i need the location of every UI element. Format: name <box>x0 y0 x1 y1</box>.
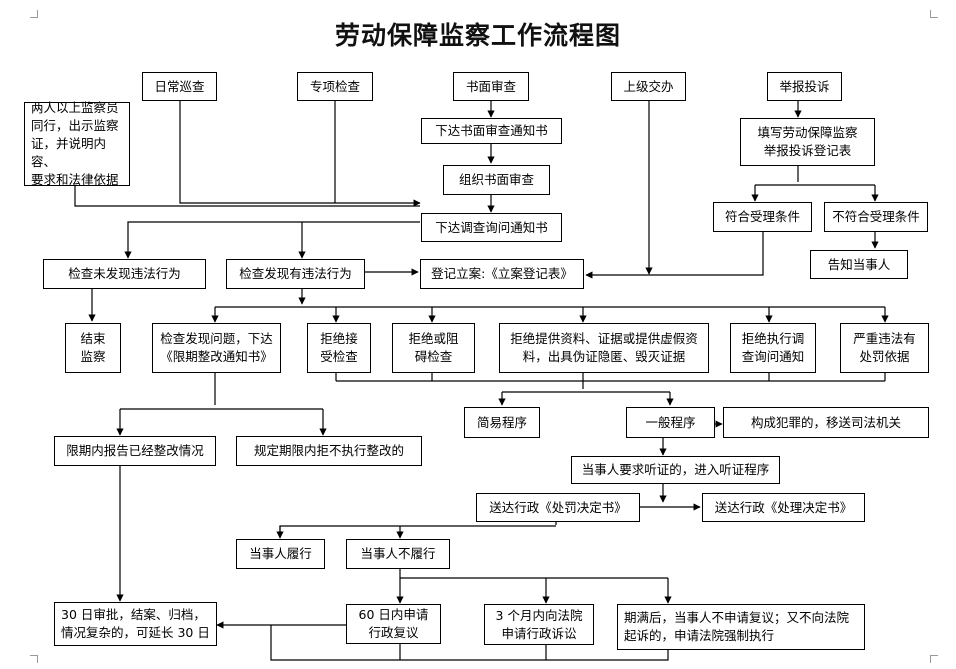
box-refuse-inquiry: 拒绝执行调 查询问通知 <box>730 323 816 373</box>
box-court-enforcement: 期满后，当事人不申请复议；又不向法院 起诉的，申请法院强制执行 <box>617 604 865 650</box>
connector <box>279 525 556 538</box>
box-end-inspection: 结束 监察 <box>65 323 121 373</box>
box-simple-procedure: 简易程序 <box>464 407 540 438</box>
box-penalty-decision: 送达行政《处罚决定书》 <box>476 493 640 522</box>
box-meets-conditions: 符合受理条件 <box>713 202 812 232</box>
box-register-case: 登记立案:《立案登记表》 <box>420 259 584 289</box>
box-general-procedure: 一般程序 <box>626 407 715 438</box>
box-refuse-materials: 拒绝提供资料、证据或提供虚假资 料，出具伪证隐匿、毁灭证据 <box>499 323 709 373</box>
page-corner-mark <box>30 10 38 18</box>
page-corner-mark <box>30 655 38 663</box>
box-admin-lawsuit-3m: 3 个月内向法院 申请行政诉讼 <box>484 604 594 645</box>
box-daily-patrol: 日常巡查 <box>142 72 217 101</box>
box-issue-inquiry-notice: 下达调查询问通知书 <box>421 213 562 242</box>
box-rectification-notice: 检查发现问题，下达 《限期整改通知书》 <box>152 323 281 373</box>
box-refuse-obstruct: 拒绝或阻 碍检查 <box>392 323 475 373</box>
box-report-complaint: 举报投诉 <box>767 72 842 101</box>
box-approve-30-days: 30 日审批，结案、归档， 情况复杂的，可延长 30 日 <box>54 602 217 646</box>
box-hearing-request: 当事人要求听证的，进入听证程序 <box>571 456 780 484</box>
box-written-review: 书面审查 <box>453 72 529 101</box>
flowchart-title: 劳动保障监察工作流程图 <box>334 21 621 50</box>
box-refuse-inspection: 拒绝接 受检查 <box>307 323 371 373</box>
box-admin-review-60: 60 日内申请 行政复议 <box>346 604 441 644</box>
box-serious-violation: 严重违法有 处罚依据 <box>840 323 929 373</box>
connector <box>270 625 669 661</box>
box-violation-found: 检查发现有违法行为 <box>226 259 365 289</box>
connector <box>585 232 764 279</box>
page-corner-mark <box>930 10 938 18</box>
box-not-rectified: 规定期限内拒不执行整改的 <box>236 436 422 466</box>
box-no-violation-found: 检查未发现违法行为 <box>43 259 206 289</box>
box-party-complies: 当事人履行 <box>236 539 325 569</box>
page-corner-mark <box>930 655 938 663</box>
box-special-inspection: 专项检查 <box>297 72 373 101</box>
box-organize-written-review: 组织书面审查 <box>443 165 550 195</box>
connector <box>179 101 421 207</box>
box-superior-assign: 上级交办 <box>611 72 686 101</box>
box-issue-written-notice: 下达书面审查通知书 <box>421 118 562 144</box>
box-reported-rectified: 限期内报告已经整改情况 <box>54 436 216 466</box>
box-handling-decision: 送达行政《处理决定书》 <box>702 493 865 522</box>
box-criminal-transfer: 构成犯罪的，移送司法机关 <box>723 407 929 438</box>
connector <box>124 221 420 259</box>
connector <box>74 186 420 207</box>
box-not-meets-conditions: 不符合受理条件 <box>824 202 928 232</box>
box-party-not-comply: 当事人不履行 <box>346 539 450 569</box>
box-inform-party: 告知当事人 <box>810 250 908 279</box>
box-fill-complaint-form: 填写劳动保障监察 举报投诉登记表 <box>740 118 875 166</box>
box-two-inspectors: 两人以上监察员 同行，出示监察 证，并说明内容、 要求和法律依据 <box>24 100 130 187</box>
